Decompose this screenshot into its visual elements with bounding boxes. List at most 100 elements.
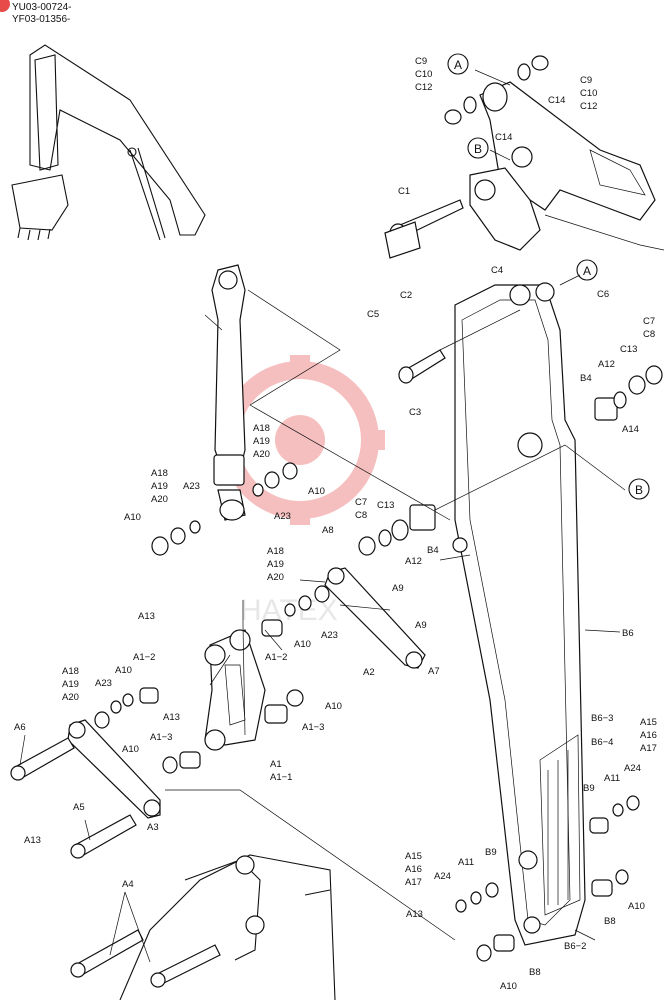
- label-a9: A9: [415, 620, 427, 631]
- label-a20: A20: [151, 494, 168, 505]
- label-a20: A20: [267, 572, 284, 583]
- label-b8: B8: [529, 967, 541, 978]
- label-a4: A4: [122, 879, 134, 890]
- label-c4: C4: [491, 265, 503, 276]
- pin-c3: [398, 349, 446, 384]
- pin-a6: [10, 737, 75, 781]
- header-serial-1: YU03-00724-: [12, 2, 71, 13]
- link-a1: [204, 629, 266, 751]
- label-a24: A24: [624, 763, 641, 774]
- svg-text:B: B: [474, 142, 482, 156]
- header-serial-2: YF03-01356-: [12, 14, 70, 25]
- label-a19: A19: [253, 436, 270, 447]
- label-a23: A23: [95, 678, 112, 689]
- pin-a4a: [70, 929, 144, 978]
- label-a15: A15: [640, 717, 657, 728]
- label-a10: A10: [325, 701, 342, 712]
- label-a23: A23: [274, 511, 291, 522]
- label-a14: A14: [622, 424, 639, 435]
- label-a1-2: A1−2: [133, 652, 155, 663]
- label-c14: C14: [548, 95, 565, 106]
- label-a1-3: A1−3: [150, 732, 172, 743]
- label-c9: C9: [580, 75, 592, 86]
- label-a5: A5: [73, 802, 85, 813]
- label-a1-3: A1−3: [302, 722, 324, 733]
- cylinder: [204, 264, 246, 521]
- label-c10: C10: [415, 69, 432, 80]
- label-c3: C3: [409, 407, 421, 418]
- svg-text:A: A: [454, 58, 462, 72]
- label-a17: A17: [405, 877, 422, 888]
- label-b8: B8: [604, 916, 616, 927]
- label-a12: A12: [405, 556, 422, 567]
- link-a3: [67, 719, 161, 819]
- label-b6-3: B6−3: [591, 713, 613, 724]
- bushings: [94, 55, 663, 962]
- label-b4: B4: [427, 545, 439, 556]
- label-a1: A1: [270, 759, 282, 770]
- label-c7: C7: [355, 497, 367, 508]
- label-c6: C6: [597, 289, 609, 300]
- label-c12: C12: [415, 82, 432, 93]
- label-a7: A7: [428, 666, 440, 677]
- label-c1: C1: [398, 186, 410, 197]
- label-a19: A19: [151, 481, 168, 492]
- label-a10: A10: [308, 486, 325, 497]
- bucket: [119, 854, 336, 1000]
- marker-a-arm: A: [576, 259, 598, 281]
- label-a6: A6: [14, 722, 26, 733]
- pin-c1: [384, 199, 464, 259]
- label-a13: A13: [163, 712, 180, 723]
- label-a19: A19: [62, 679, 79, 690]
- label-a1-2: A1−2: [265, 652, 287, 663]
- label-b6-4: B6−4: [591, 737, 613, 748]
- label-c8: C8: [355, 510, 367, 521]
- label-b9: B9: [583, 783, 595, 794]
- label-a3: A3: [147, 822, 159, 833]
- label-a10: A10: [294, 639, 311, 650]
- leader-lines: [19, 69, 626, 963]
- label-a10: A10: [124, 512, 141, 523]
- label-a20: A20: [253, 449, 270, 460]
- label-a10: A10: [122, 744, 139, 755]
- label-b9: B9: [485, 847, 497, 858]
- label-a20: A20: [62, 692, 79, 703]
- label-c7: C7: [643, 316, 655, 327]
- part-labels: C9 C10 C12 C9 C10 C12 C14 C14 C1 C2 C5 C…: [14, 56, 657, 992]
- thumbnail-excavator: [11, 44, 206, 241]
- label-b4: B4: [580, 373, 592, 384]
- header-badge: [0, 0, 10, 12]
- label-a16: A16: [405, 864, 422, 875]
- label-a9: A9: [392, 583, 404, 594]
- label-a19: A19: [267, 559, 284, 570]
- label-a15: A15: [405, 851, 422, 862]
- label-c5: C5: [367, 309, 379, 320]
- label-a18: A18: [62, 666, 79, 677]
- label-c10: C10: [580, 88, 597, 99]
- label-a2: A2: [363, 667, 375, 678]
- label-a8: A8: [322, 525, 334, 536]
- label-a13: A13: [138, 611, 155, 622]
- label-a18: A18: [151, 468, 168, 479]
- label-a13: A13: [24, 835, 41, 846]
- marker-a-top: A: [447, 53, 469, 75]
- boom-end: [469, 81, 664, 251]
- label-a10: A10: [500, 981, 517, 992]
- svg-text:B: B: [635, 483, 643, 497]
- label-c2: C2: [400, 290, 412, 301]
- arm-b6: [452, 282, 586, 946]
- label-a16: A16: [640, 730, 657, 741]
- label-a23: A23: [321, 630, 338, 641]
- label-a11: A11: [458, 857, 474, 868]
- label-a23: A23: [183, 481, 200, 492]
- label-a17: A17: [640, 743, 657, 754]
- label-c13: C13: [620, 344, 637, 355]
- marker-b-arm: B: [628, 478, 650, 500]
- label-b6: B6: [622, 628, 634, 639]
- label-a1-1: A1−1: [270, 772, 292, 783]
- label-c12: C12: [580, 101, 597, 112]
- label-a10: A10: [628, 901, 645, 912]
- label-c8: C8: [643, 329, 655, 340]
